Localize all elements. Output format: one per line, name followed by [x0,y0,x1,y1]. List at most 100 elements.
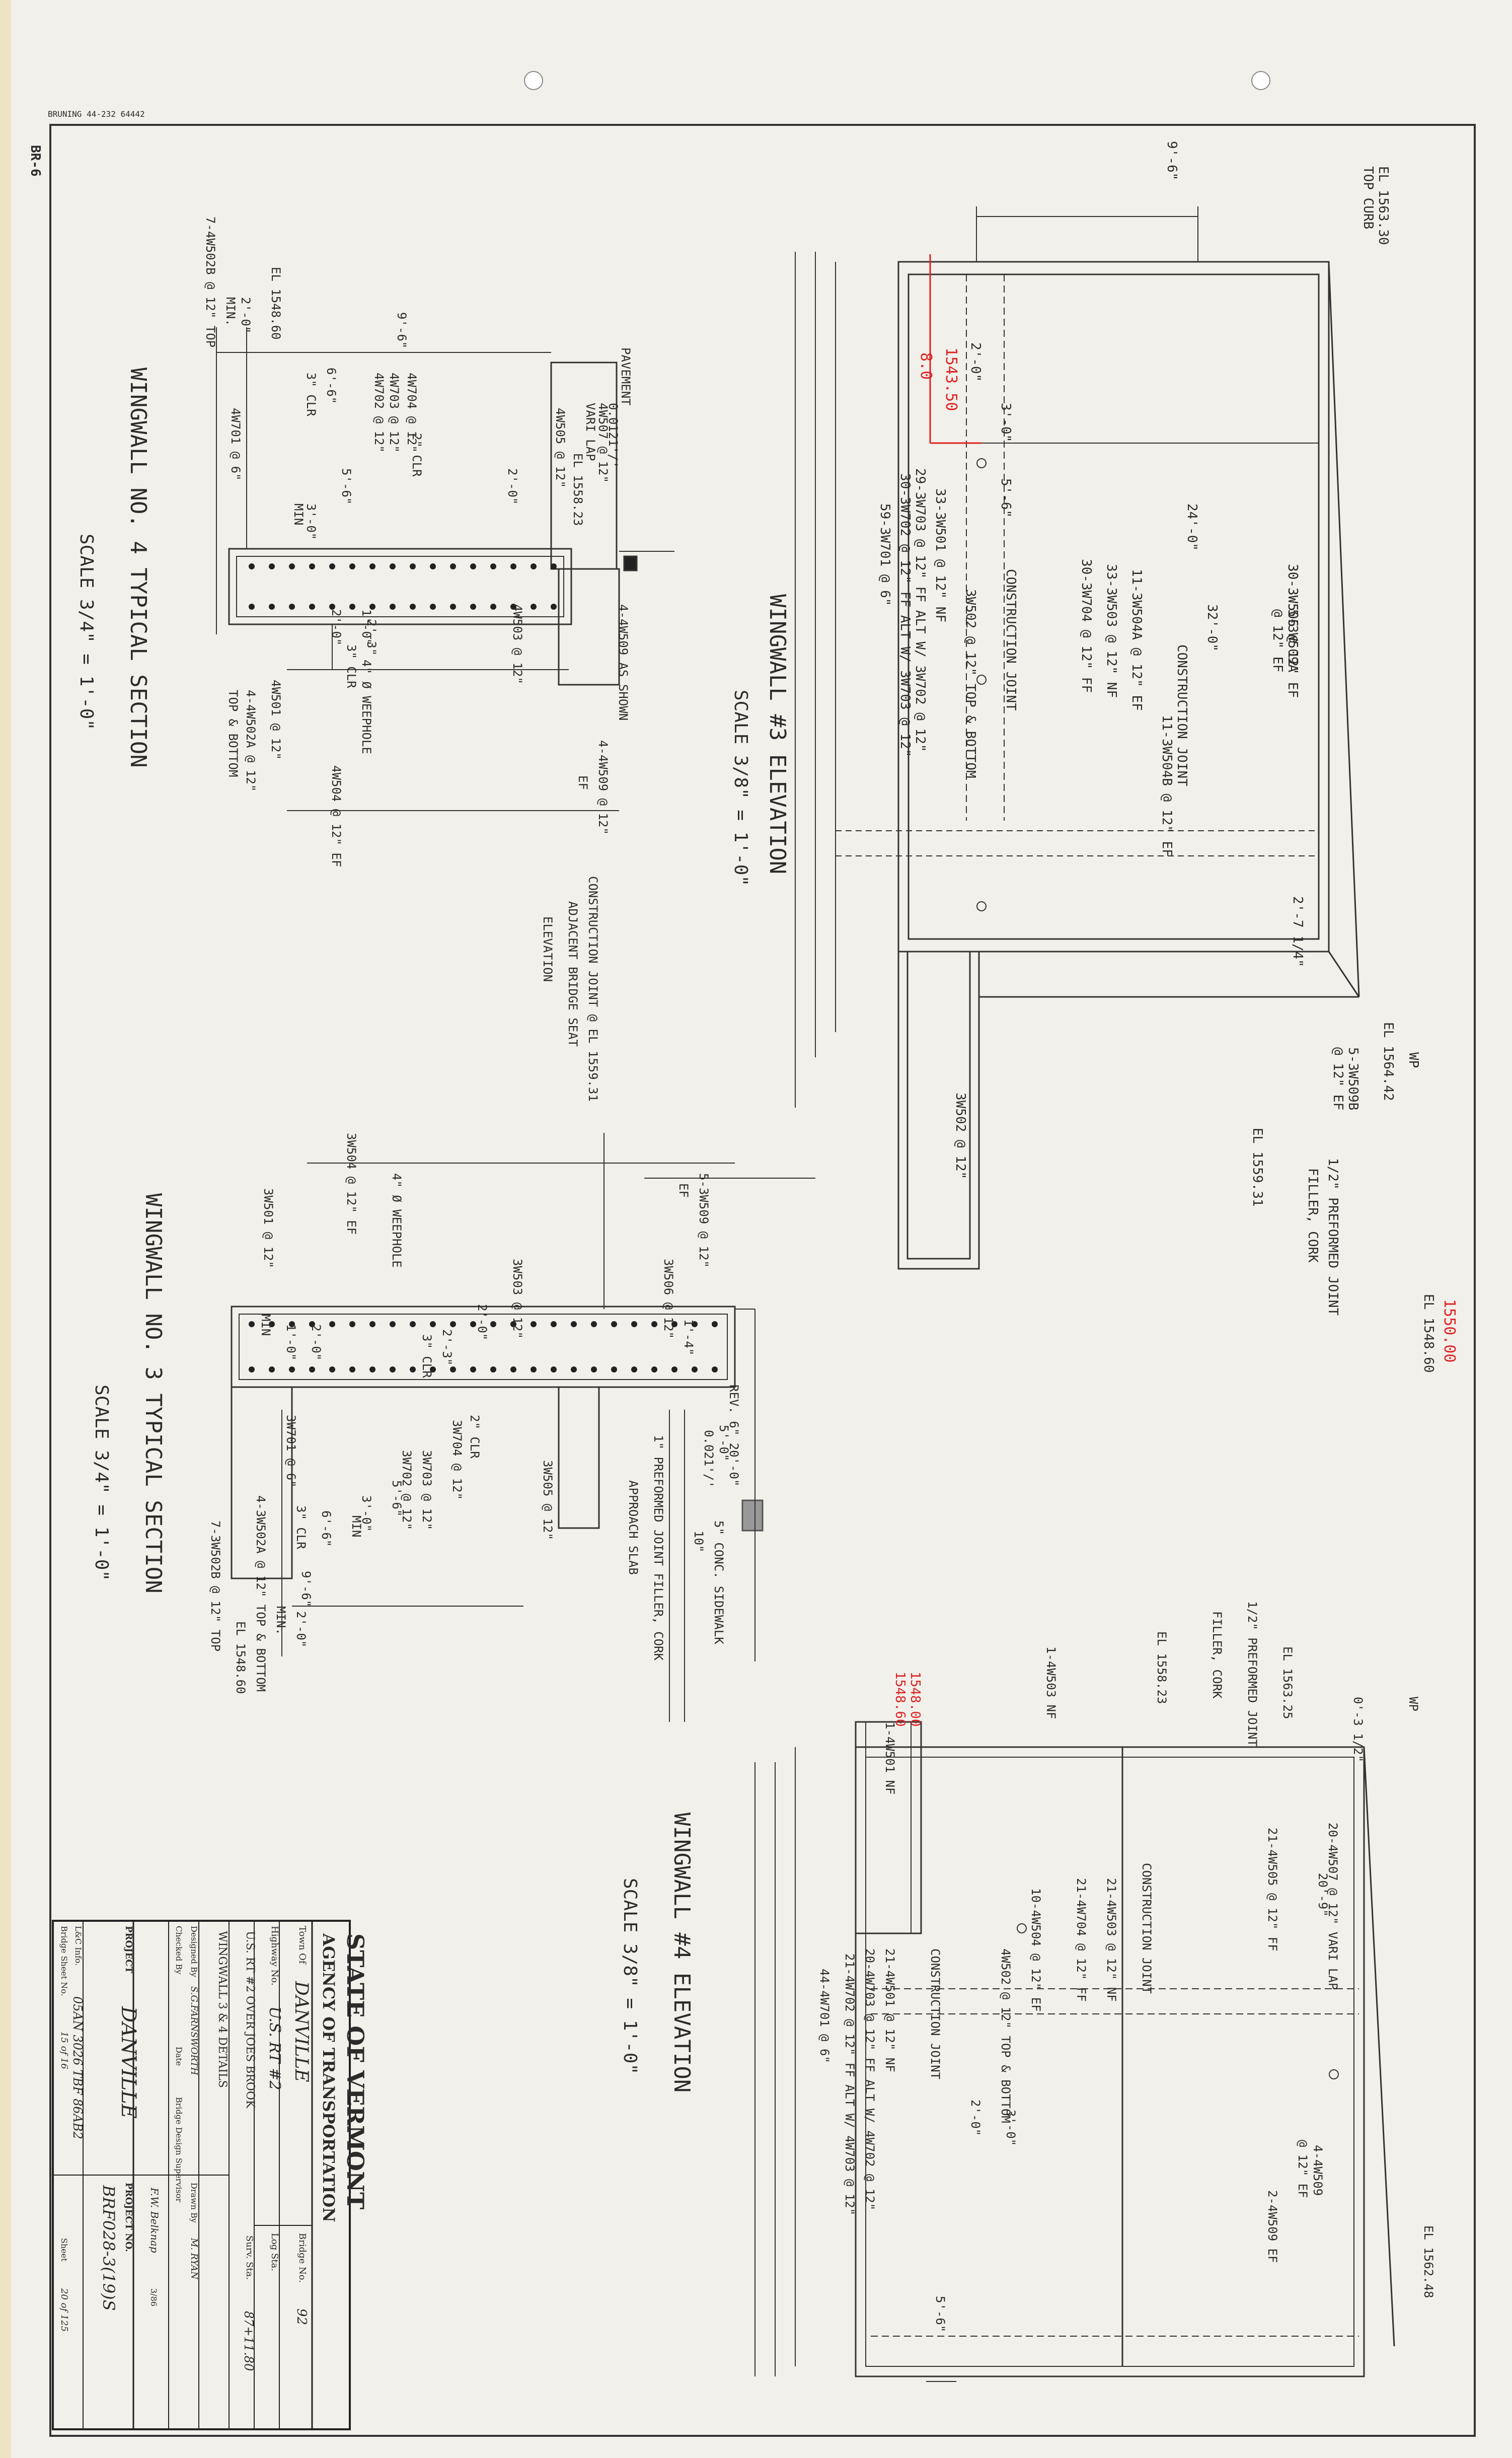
tb-agency: AGENCY OF TRANSPORTATION [319,1933,338,2222]
rebar-dot [329,1366,335,1372]
rebar-dot [349,1366,355,1372]
wingwall3-elevation-labels-19: 59-3W701 @ 6" [877,503,892,606]
paper-code: BRUNING 44-232 64442 [48,109,145,119]
wingwall3-elevation-labels-20: 2'-0" [968,342,983,382]
wingwall4-elevation-labels-10: 21-4W505 @ 12" FF [1265,1828,1279,1951]
wingwall3-elevation-labels-13: 30-3W704 @ 12" FF [1079,559,1094,693]
wingwall3-section-labels: CONSTRUCTION JOINT @ EL 1559.31ADJACENT … [208,876,741,1694]
rebar-dot [531,1366,537,1372]
tb-highway-label: Highway No. [269,1926,280,1986]
tb-state: STATE OF VERMONT [342,1933,369,2209]
rebar-dot [309,1321,315,1327]
tb-project-label: PROJECT [123,1926,134,1974]
wingwall3-elevation-labels-27: @ 12" EF [1330,1047,1345,1110]
wingwall3-section-labels-11: 3" CLR [420,1334,434,1378]
rebar-dot [269,604,275,610]
wingwall4-elevation-labels-7: 1-4W501 NF [883,1722,897,1795]
wingwall4-section-labels-9: 4W702 @ 12" [372,373,386,453]
rebar-dot [450,1366,456,1372]
rebar-dot [631,1321,637,1327]
rebar-dot [631,1366,637,1372]
rebar-dot [369,1321,375,1327]
wingwall4-section-labels-33: 4" Ø WEEPHOLE [359,660,373,754]
rebar-dot [249,1366,255,1372]
wingwall4-section-labels-2: 4W507 @ 12" [596,403,610,483]
rebar-dot [510,604,516,610]
wingwall3-section-labels-28: 3W702 @ 12" [400,1450,414,1530]
tb-designed-by: S.G.FARNSWORTH [189,1986,199,2075]
ww4-elevation-title: WINGWALL #4 ELEVATION [669,1813,695,2092]
rebar-dot [490,563,496,569]
wingwall4-elevation-labels-19: 21-4W702 @ 12" FF ALT W/ 4W703 @ 12" [843,1954,857,2215]
tb-bridge-sheet-label: Bridge Sheet No. [59,1926,69,1996]
rebar-dot [490,1321,496,1327]
tb-drawing: WINGWALL 3 & 4 DETAILS [216,1931,229,2088]
wingwall3-section-labels-27: 3W703 @ 12" [420,1450,434,1530]
rebar-dot [309,563,315,569]
tb-bridge-sheet: 15 of 16 [59,2032,69,2069]
rebar-dot [531,1321,537,1327]
tb-designed-label: Designed By [189,1926,199,1977]
rebar-dot [410,1321,416,1327]
wingwall3-section-labels-24: APPROACH SLAB [626,1480,640,1575]
wingwall3-section-labels-7: 3W506 @ 12" [661,1259,675,1339]
wingwall3-elevation-labels-5: 5-3W509A [1285,609,1300,673]
rebar-dot [692,1366,698,1372]
rebar-dot [289,1366,295,1372]
wingwall4-elevation-labels-8: 20'-9" [1316,1873,1330,1917]
wingwall3-section-labels-15: 2'-0" [309,1324,323,1360]
wingwall3-section-labels-3: 3W504 @ 12" EF [344,1133,358,1235]
wingwall4-elevation-labels-0: 1/2" PREFORMED JOINT [1245,1601,1259,1747]
tb-supervisor-label: Bridge Design Supervisor [174,2097,184,2202]
wingwall3-elevation-labels-28: EL 1559.31 [1250,1128,1265,1207]
wingwall4-elevation [754,1721,1395,2382]
rebar-dot [470,1366,476,1372]
wingwall3-section-labels-30: 3'-0" [359,1495,373,1532]
wingwall3-elevation-labels-17: 29-3W703 @ 12" FF ALT W/ 3W702 @ 12" [913,468,928,752]
wingwall4-elevation-labels-12: 21-4W503 @ 12" NF [1104,1878,1118,2002]
wingwall4-elevation-labels-15: 4W502 @ 12" TOP & BOTTOM [999,1948,1013,2123]
rebar-dot [269,1321,275,1327]
wingwall3-section-labels-23: 3W505 @ 12" [541,1460,555,1540]
tb-surv-sta: 87+11.80 [242,2311,256,2371]
wingwall4-section-labels-12: EL 1548.60 [269,267,283,340]
rebar-dot [651,1321,657,1327]
punch-hole [1251,71,1270,90]
rebar-dot [611,1321,617,1327]
rebar-dot [329,563,335,569]
tb-project: DANVILLE [117,2006,140,2119]
paper-edge-strip [0,0,11,2458]
ww4-elevation-scale: SCALE 3/8" = 1'-0" [620,1878,640,2074]
wingwall3-elevation-labels-14: CONSTRUCTION JOINT [1003,569,1018,711]
wingwall3-section-labels-39: MIN. [274,1606,288,1635]
wingwall4-section-labels-1: 0.0121'/' [606,403,620,468]
rebar-dot [450,1321,456,1327]
rebar-dot [430,1321,436,1327]
wingwall4-section-labels-28: 4-4W509 @ 12" [596,740,610,835]
rebar-dot [390,604,396,610]
tb-date-label: Date [174,2047,184,2066]
rebar-dot [249,1321,255,1327]
wingwall4-elevation-labels-16: CONSTRUCTION JOINT [928,1948,942,2079]
rebar-dot [490,604,496,610]
tb-project-no: BRF028-3(19)S [99,2185,118,2311]
wingwall3-elevation-labels-3: 32'-0" [1204,604,1220,652]
wingwall3-section-labels-38: 2'-0" [294,1611,308,1647]
tb-bridge-no-label: Bridge No. [297,2233,308,2283]
wingwall3-elevation-labels-8: 30-3W505 @ 12" EF [1285,564,1300,698]
rebar-dot [410,1366,416,1372]
wingwall3-elevation-labels-9: CONSTRUCTION JOINT [1174,644,1189,786]
rebar-dot [450,604,456,610]
rebar-dot [510,563,516,569]
wingwall3-section-labels-32: 6'-6" [319,1510,333,1547]
wingwall3-section-labels-9: 2'-0" [475,1304,489,1340]
tb-drawn-label: Drawn By [189,2183,199,2223]
wingwall4-section-labels-22: 1'-0" [359,609,373,645]
wingwall4-elevation-labels-22: @ 12" EF [1296,2140,1310,2198]
rebar-dot [329,604,335,610]
wingwall4-elevation-labels-14: 10-4W504 @ 12" EF [1029,1888,1043,2012]
wingwall4-section-labels-10: 2" CLR [410,433,424,477]
wingwall3-section-labels-0: CONSTRUCTION JOINT @ EL 1559.31 [586,876,600,1102]
wingwall4-elevation-labels-4: WP [1406,1697,1420,1711]
